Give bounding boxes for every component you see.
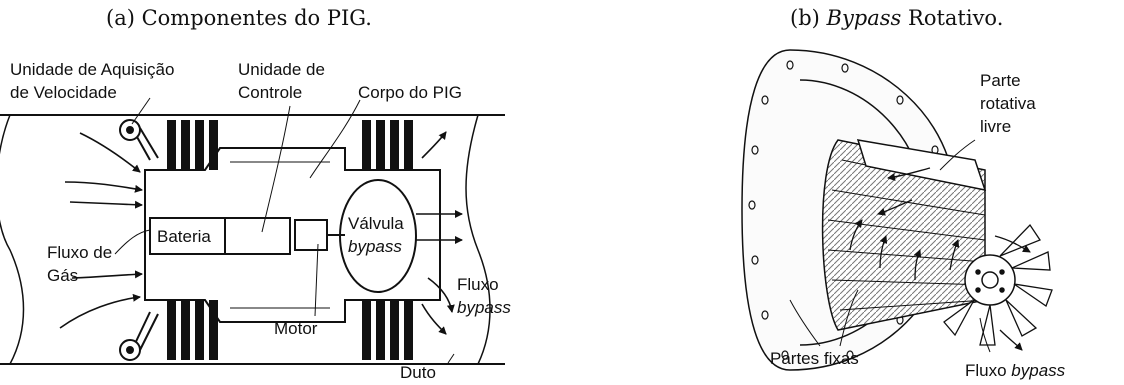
rotating-part — [856, 139, 987, 191]
label-speed-unit-1: Unidade de Aquisição — [10, 60, 174, 79]
label-pig-body: Corpo do PIG — [358, 83, 462, 102]
label-gas-flow-1: Fluxo de — [47, 243, 112, 262]
label-bypass-flow-b: Fluxo bypass — [965, 361, 1066, 380]
duct-break-left — [0, 114, 25, 365]
figure-b-caption: (b) Bypass Rotativo. — [790, 6, 1004, 30]
pig-body — [144, 147, 441, 323]
rotary-bypass-diagram — [741, 49, 1053, 371]
label-speed-unit-2: de Velocidade — [10, 83, 117, 102]
label-rotating-2: rotativa — [980, 94, 1036, 113]
bypass-valve — [339, 179, 417, 293]
label-valve-2: bypass — [348, 237, 402, 256]
hub-vanes — [943, 223, 1053, 346]
pig-diagram — [0, 114, 505, 365]
label-battery: Bateria — [157, 227, 211, 246]
label-control-unit-2: Controle — [238, 83, 302, 102]
figure-b-labels: Parte rotativa livre Partes fixas Fluxo … — [770, 71, 1066, 380]
label-rotating-1: Parte — [980, 71, 1021, 90]
label-bypass-flow-2: bypass — [457, 298, 511, 317]
motor-box — [294, 219, 328, 251]
figure-a-labels: Unidade de Aquisição de Velocidade Unida… — [10, 60, 511, 382]
label-gas-flow-2: Gás — [47, 266, 78, 285]
leader-lines — [114, 97, 455, 364]
battery-box — [149, 217, 291, 255]
figure-a-caption: (a) Componentes do PIG. — [106, 6, 372, 30]
label-fixed-parts: Partes fixas — [770, 349, 859, 368]
figure-b-arrows — [849, 167, 1031, 351]
rotor-cylinder — [821, 139, 986, 331]
label-duct: Duto — [400, 363, 436, 382]
label-motor: Motor — [274, 319, 318, 338]
label-valve-1: Válvula — [348, 214, 404, 233]
label-control-unit-1: Unidade de — [238, 60, 325, 79]
label-bypass-flow-1: Fluxo — [457, 275, 499, 294]
duct-break-right — [465, 114, 491, 365]
figure-b-leaders — [789, 139, 991, 353]
speed-wheels — [119, 119, 159, 361]
label-rotating-3: livre — [980, 117, 1011, 136]
flow-arrows — [59, 131, 463, 335]
seal-cups — [167, 120, 413, 360]
